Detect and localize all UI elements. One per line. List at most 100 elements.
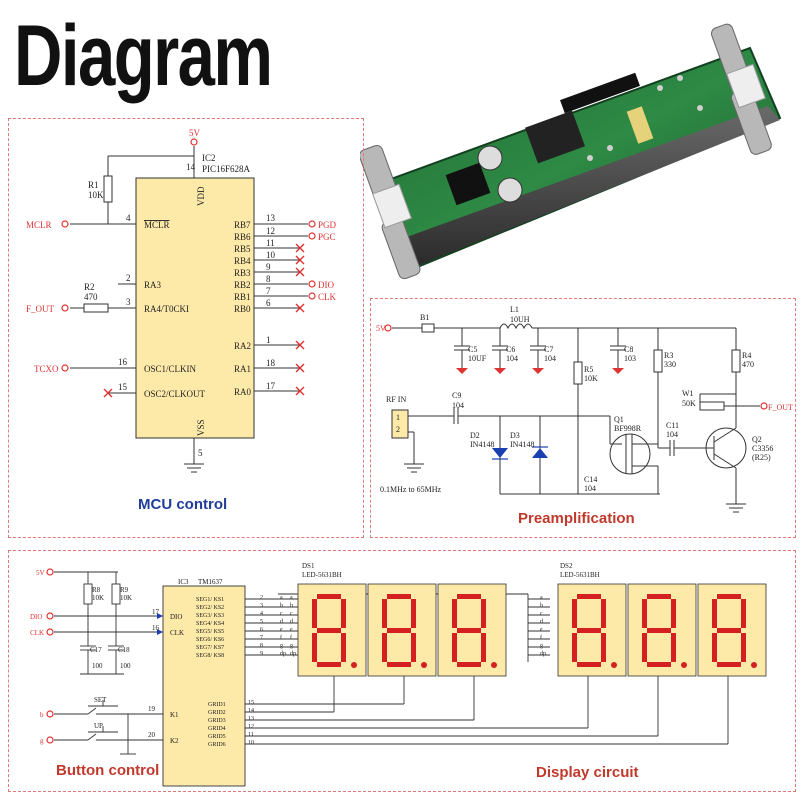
seg-letter: e [540,627,543,633]
c8-val: 103 [624,354,636,363]
led-segment [642,633,647,662]
ds1-ref: DS1 [302,562,315,570]
grid-pin-label: GRID2 [208,710,226,716]
r1-ref: R1 [88,180,99,190]
c17-ref: C17 [90,646,102,654]
q1-val: BF998R [614,424,642,433]
led-segment [452,599,457,628]
led-segment [671,599,676,628]
seg-pin-num: 8 [260,643,263,649]
preamp-panel [370,298,796,538]
led-segment [741,599,746,628]
led-decimal-point [611,662,617,668]
seg-pin-num: 5 [260,619,263,625]
d3-ref: D3 [510,431,520,440]
mcu-net-label: DIO [318,280,334,290]
dio-pin-num: 17 [152,608,160,616]
seg-pin-label: SEG2/ KS2 [196,605,224,611]
seg-letter: d [290,619,293,625]
led-segment [601,633,606,662]
led-segment [452,633,457,662]
mcu-right-pin-num: 6 [266,298,271,308]
seg-letter: b [280,603,283,609]
led-segment [712,633,717,662]
seg-letter: dp [290,651,296,657]
ds1-part: LED-5631BH [302,571,342,579]
mcu-right-pin-num: 17 [266,381,276,391]
b1-label: B1 [420,313,429,322]
c9-val: 104 [452,401,464,410]
r3-ref: R3 [664,351,673,360]
mcu-left-pin-num: 3 [126,297,131,307]
mcu-left-pin-name: RA3 [144,280,162,290]
display-supply: 5V [36,569,45,577]
mcu-caption: MCU control [138,496,228,513]
seg-letter: f [290,634,292,641]
seg-letter: f [540,634,542,641]
mcu-right-pin-name: RA2 [234,341,251,351]
led-segment [312,633,317,662]
mcu-left-pin-num: 16 [118,357,128,367]
seg-letter: c [280,611,283,617]
k2-pin-num: 20 [148,731,156,739]
seg-letter: d [540,619,543,625]
ic3-ref: IC3 [178,578,189,586]
mcu-left-pin-name: MCLR [144,220,170,230]
vdd-label: VDD [196,186,206,206]
led-decimal-point [751,662,757,668]
mcu-right-pin-num: 1 [266,335,271,345]
seg-letter: g [280,643,283,649]
vdd-pin: 14 [186,162,196,172]
ic3-clk: CLK [170,629,184,637]
seg-letter: c [290,611,293,617]
grid-pin-num: 14 [248,708,254,714]
mcu-left-pin-num: 15 [118,382,128,392]
r5-val: 10K [584,374,598,383]
seg-pin-label: SEG8/ KS8 [196,653,224,659]
seg-letter: e [280,627,283,633]
mcu-right-pin-name: RB4 [234,256,251,266]
led-segment [647,594,671,599]
c11-ref: C11 [666,421,679,430]
preamp-schematic: 5V B1 L1 10UH C5 10UF C6 104 C7 104 C8 1… [376,305,793,513]
q2-ref: Q2 [752,435,762,444]
ic2-ref: IC2 [202,153,216,163]
mcu-right-pin-num: 9 [266,262,271,272]
seg-pin-num: 2 [260,595,263,601]
led-segment [317,662,341,667]
r5-ref: R5 [584,365,593,374]
seg-letter: dp [540,651,546,657]
c14-ref: C14 [584,475,597,484]
led-segment [387,662,411,667]
l1-ref: L1 [510,305,519,314]
led-segment [317,594,341,599]
seg-letter: f [280,634,282,641]
seg-letter: dp [280,651,286,657]
seg-pin-num: 9 [260,651,263,657]
mcu-left-pin-num: 4 [126,213,131,223]
led-decimal-point [491,662,497,668]
r3-val: 330 [664,360,676,369]
c8-ref: C8 [624,345,633,354]
led-segment [741,633,746,662]
c18-val: 100 [120,662,131,670]
mcu-right-pin-name: RB3 [234,268,251,278]
led-segment [481,633,486,662]
mcu-net-label: PGD [318,220,337,230]
seg-pin-num: 4 [260,611,263,617]
vss-pin: 5 [198,448,203,458]
preamp-supply: 5V [376,324,386,333]
led-segment [572,633,577,662]
led-segment [411,633,416,662]
button-net: g [40,737,44,745]
preamp-caption: Preamplification [518,510,635,527]
w1-val: 50K [682,399,696,408]
led-segment [671,633,676,662]
r2-val: 470 [84,292,98,302]
led-segment [457,628,481,633]
seg-letter: d [280,619,283,625]
display-panel [8,550,796,792]
led-segment [382,633,387,662]
k2-label: K2 [170,737,179,745]
led-segment [341,633,346,662]
